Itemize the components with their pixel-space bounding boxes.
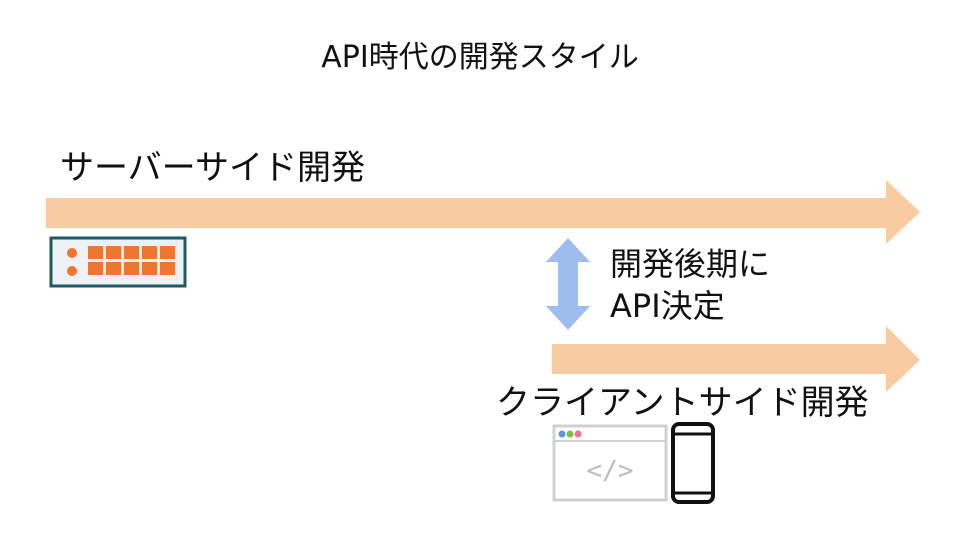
client-timeline-arrow: [552, 326, 920, 392]
browser-code-icon: </>: [552, 424, 668, 502]
server-cell: [88, 246, 103, 259]
server-cell: [88, 262, 103, 275]
code-glyph: </>: [587, 456, 634, 486]
server-cell: [124, 246, 139, 259]
server-cell: [142, 246, 157, 259]
server-rack-icon: [49, 236, 187, 288]
double-arrow-icon: [546, 238, 590, 330]
browser-dot-blue: [558, 430, 566, 438]
page-title: API時代の開発スタイル: [321, 40, 639, 75]
server-cell: [142, 262, 157, 275]
server-cell: [160, 262, 175, 275]
browser-dot-pink: [574, 430, 582, 438]
server-cell: [160, 246, 175, 259]
server-cell: [124, 262, 139, 275]
server-cell: [106, 262, 121, 275]
browser-dot-green: [566, 430, 574, 438]
sync-note-line-1: 開発後期に: [610, 245, 771, 283]
client-side-label: クライアントサイド開発: [496, 383, 869, 423]
smartphone-icon: [671, 422, 715, 504]
server-timeline-arrow: [46, 180, 920, 244]
sync-note: 開発後期に API決定: [610, 243, 770, 327]
sync-note-line-2: API決定: [610, 287, 725, 325]
server-cell: [106, 246, 121, 259]
server-side-label: サーバーサイド開発: [60, 148, 365, 188]
